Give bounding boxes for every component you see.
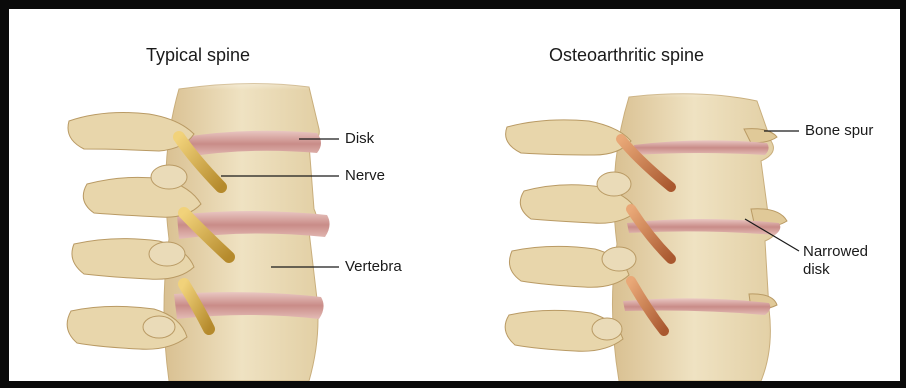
spine-illustration: [9, 9, 900, 381]
osteoarthritic-spine-title: Osteoarthritic spine: [549, 45, 704, 66]
facet-joint-2: [149, 242, 185, 266]
oa-facet-joint-3: [592, 318, 622, 340]
narrowed-disk-label-line2: disk: [803, 261, 830, 279]
oa-facet-joint-2: [602, 247, 636, 271]
disk-label: Disk: [345, 130, 374, 148]
typical-spine: [59, 69, 349, 381]
facet-joint-3: [143, 316, 175, 338]
vertebra-label: Vertebra: [345, 258, 402, 276]
osteoarthritic-spine: [499, 77, 799, 381]
narrowed-disk-label-line1: Narrowed: [803, 243, 868, 261]
typical-spine-title: Typical spine: [146, 45, 250, 66]
oa-facet-joint-1: [597, 172, 631, 196]
facet-joint-1: [151, 165, 187, 189]
nerve-label: Nerve: [345, 167, 385, 185]
bone-spur-label: Bone spur: [805, 122, 873, 140]
